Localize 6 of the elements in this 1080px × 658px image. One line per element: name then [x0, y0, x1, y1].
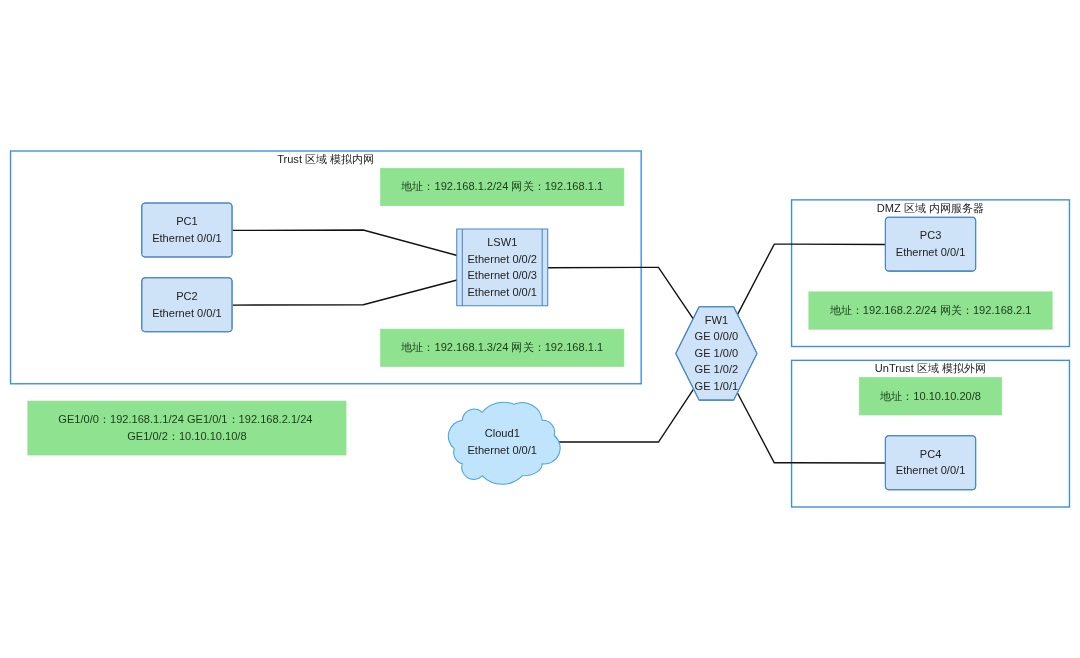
node-box: 地址：10.10.10.20/8 — [858, 377, 1003, 416]
node-box: GE1/0/0：192.168.1.1/24 GE1/0/1：192.168.2.1/24 GE1/0/2：10.10.10.10/8 — [27, 400, 347, 456]
node-box: 地址：192.168.1.2/24 网关：192.168.1.1 — [380, 167, 625, 206]
connector — [547, 266, 695, 320]
node-box: 地址：192.168.1.3/24 网关：192.168.1.1 — [380, 328, 625, 367]
node-box: 地址：192.168.2.2/24 网关：192.168.2.1 — [808, 291, 1053, 330]
